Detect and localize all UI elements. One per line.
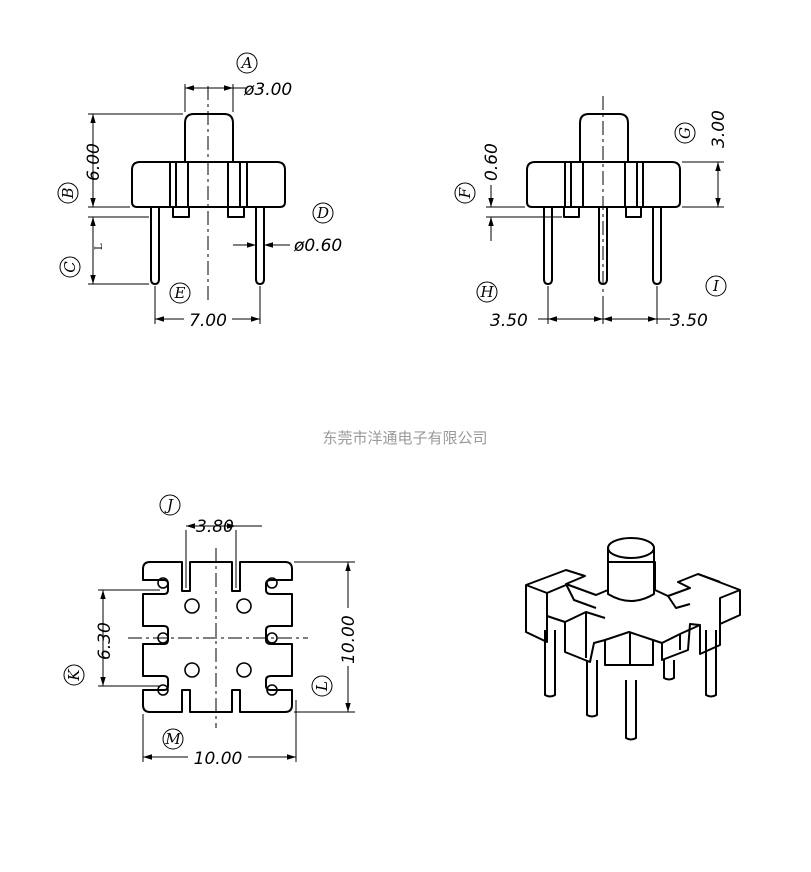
side-view: 0.60 F 3.00 G 3.50 3.50 H I bbox=[454, 96, 729, 331]
company-caption: 东莞市洋通电子有限公司 bbox=[322, 429, 487, 447]
dim-width: 10.00 bbox=[194, 749, 243, 769]
label-circle-f bbox=[454, 182, 476, 204]
label-circle-b bbox=[57, 182, 79, 204]
label-l: L bbox=[313, 681, 331, 692]
label-f: F bbox=[456, 187, 474, 199]
dim-height: 6.00 bbox=[84, 143, 104, 181]
label-d: D bbox=[316, 204, 329, 222]
label-m: M bbox=[164, 730, 181, 748]
front-foot-right bbox=[227, 206, 245, 218]
label-circle-a bbox=[236, 52, 258, 74]
front-foot-left bbox=[172, 206, 190, 218]
label-j: J bbox=[164, 496, 174, 514]
dim-pin-length: L bbox=[94, 243, 105, 250]
dim-depth: 10.00 bbox=[339, 615, 359, 664]
front-pin-right bbox=[255, 207, 265, 285]
label-circle-m bbox=[162, 728, 184, 750]
label-b: B bbox=[59, 187, 77, 199]
dim-pitch-right: 3.50 bbox=[670, 311, 708, 331]
dim-pin-span: 7.00 bbox=[189, 311, 227, 331]
label-circle-k bbox=[63, 664, 85, 686]
label-circle-h bbox=[476, 281, 498, 303]
label-circle-g bbox=[674, 122, 696, 144]
dim-pin-diameter: ø0.60 bbox=[293, 236, 342, 256]
dim-slot-spacing: 3.80 bbox=[196, 517, 234, 537]
top-outline bbox=[142, 561, 293, 713]
side-foot-right bbox=[625, 206, 642, 218]
dim-pitch-left: 3.50 bbox=[490, 311, 528, 331]
side-pin-right bbox=[652, 207, 662, 285]
front-body bbox=[131, 161, 286, 208]
side-foot-left bbox=[563, 206, 580, 218]
side-body bbox=[526, 161, 681, 208]
top-view: 3.80 J 6.30 K 10.00 L 10.00 M bbox=[63, 494, 359, 769]
label-i: I bbox=[712, 277, 720, 295]
front-view: ø3.00 A 6.00 B L C ø0.60 D 7.00 E bbox=[57, 52, 342, 331]
label-a: A bbox=[240, 54, 253, 72]
label-circle-j bbox=[159, 494, 181, 516]
label-e: E bbox=[174, 284, 186, 302]
label-h: H bbox=[479, 283, 494, 301]
front-post bbox=[184, 113, 234, 162]
side-post bbox=[579, 113, 629, 162]
dim-standoff: 0.60 bbox=[482, 143, 502, 181]
label-circle-e bbox=[169, 282, 191, 304]
label-circle-i bbox=[705, 275, 727, 297]
iso-post-top bbox=[607, 537, 655, 559]
side-pin-left bbox=[543, 207, 553, 285]
dim-inner-span: 6.30 bbox=[95, 622, 115, 660]
label-circle-d bbox=[312, 202, 334, 224]
label-circle-c bbox=[59, 256, 81, 278]
label-c: C bbox=[61, 261, 79, 273]
dim-post-height: 3.00 bbox=[709, 110, 729, 148]
front-pin-left bbox=[150, 207, 160, 285]
label-k: K bbox=[65, 669, 83, 682]
dim-post-diameter: ø3.00 bbox=[243, 80, 292, 100]
iso-view bbox=[525, 537, 741, 741]
label-circle-l bbox=[311, 675, 333, 697]
label-g: G bbox=[676, 127, 694, 139]
